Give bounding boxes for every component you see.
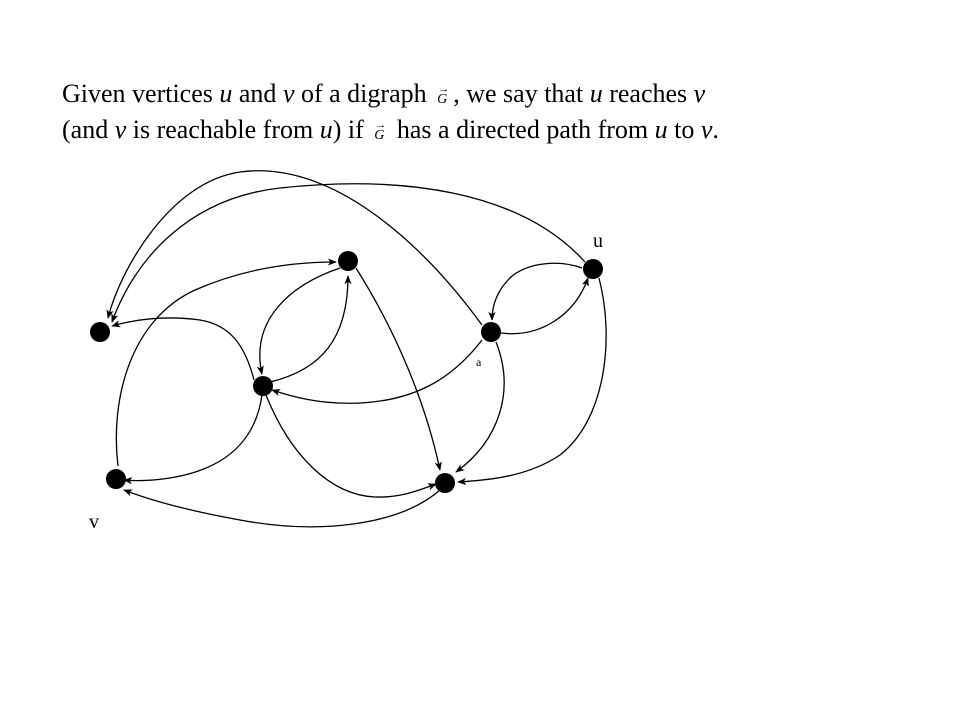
vertex-bottom: [435, 473, 455, 493]
edge-center-to-vertex-top: [269, 275, 352, 383]
definition-line-2: (and v is reachable from u) if →G has a …: [62, 112, 922, 148]
digraph-symbol: →G: [437, 84, 449, 107]
var-u: u: [319, 115, 333, 144]
vector-arrow-icon: →: [375, 119, 387, 131]
edge-v-to-vertex-top: [115, 258, 337, 467]
edge-a-to-vertex-u: [500, 277, 589, 335]
vertex-label-v: v: [89, 511, 99, 533]
var-u: u: [219, 79, 233, 108]
text-segment: and: [232, 79, 283, 108]
vertex-u: [583, 259, 603, 279]
text-segment: , we say that: [453, 79, 590, 108]
var-u: u: [654, 115, 668, 144]
edge-top-to-vertex-bottom: [355, 267, 442, 471]
vertex-center: [253, 376, 273, 396]
text-segment: .: [712, 115, 719, 144]
vertices: [90, 251, 603, 493]
edge-bottom-to-vertex-v: [123, 489, 441, 528]
text-segment: (and: [62, 115, 115, 144]
edge-center-to-vertex-left: [111, 317, 255, 381]
definition-text: Given vertices u and v of a digraph →G, …: [62, 76, 922, 148]
edge-center-to-vertex-bottom: [265, 394, 437, 498]
digraph-symbol: →G: [374, 120, 386, 143]
edge-a-to-vertex-left: [106, 170, 483, 326]
var-v: v: [693, 79, 706, 108]
vertex-label-a: a: [476, 355, 482, 369]
vertex-top: [338, 251, 358, 271]
var-v: v: [700, 115, 713, 144]
definition-line-1: Given vertices u and v of a digraph →G, …: [62, 76, 922, 112]
vertex-left: [90, 322, 110, 342]
text-segment: is reachable from: [126, 115, 320, 144]
text-segment: has a directed path from: [390, 115, 655, 144]
edge-a-to-vertex-center: [271, 339, 483, 404]
edge-a-to-vertex-bottom: [455, 341, 505, 473]
edge-u-to-vertex-left: [111, 183, 586, 323]
vector-arrow-icon: →: [438, 83, 450, 95]
edge-u-to-vertex-bottom: [457, 277, 607, 486]
vertex-a: [481, 322, 501, 342]
edges: [106, 170, 607, 528]
var-u: u: [589, 79, 603, 108]
text-segment: of a digraph: [294, 79, 434, 108]
digraph-symbol-letter: G: [437, 92, 448, 107]
edge-u-to-vertex-a: [488, 262, 583, 321]
var-v: v: [282, 79, 295, 108]
text-segment: reaches: [602, 79, 694, 108]
var-v: v: [114, 115, 127, 144]
vertex-v: [106, 469, 126, 489]
text-segment: Given vertices: [62, 79, 220, 108]
edge-top-to-vertex-center: [256, 267, 341, 375]
text-segment: to: [667, 115, 701, 144]
text-segment: ) if: [332, 115, 371, 144]
vertex-label-u: u: [593, 230, 603, 252]
digraph-symbol-letter: G: [374, 128, 385, 143]
edge-center-to-vertex-v: [123, 394, 263, 485]
